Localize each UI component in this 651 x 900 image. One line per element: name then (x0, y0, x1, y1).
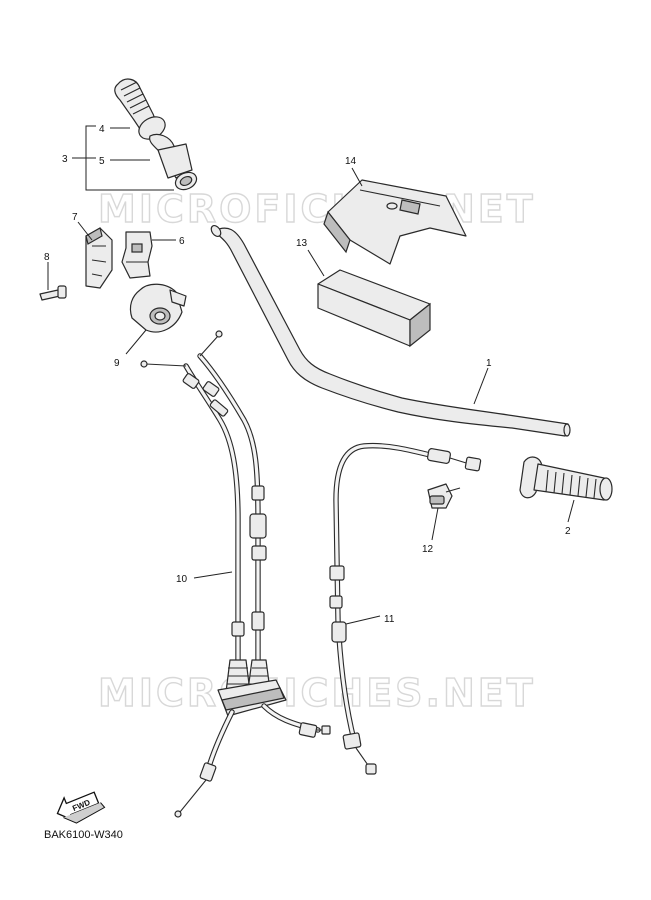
clutch-cable[interactable] (329, 442, 482, 775)
callout-5: 5 (99, 156, 105, 167)
callout-4: 4 (99, 124, 105, 135)
callout-1: 1 (486, 358, 492, 369)
callout-13: 13 (296, 238, 308, 249)
callout-14: 14 (345, 156, 357, 167)
callout-9: 9 (114, 358, 120, 369)
callout-2: 2 (565, 526, 571, 537)
callouts: 1 2 3 4 5 6 7 8 9 10 11 12 13 14 (44, 124, 571, 625)
drawing-code: BAK6100-W340 (44, 829, 123, 841)
right-grip[interactable] (519, 456, 613, 501)
fwd-arrow-icon: FWD (56, 791, 106, 824)
callout-12: 12 (422, 544, 434, 555)
callout-3: 3 (62, 154, 68, 165)
throttle-housing-lower[interactable] (121, 231, 153, 279)
throttle-housing-upper[interactable] (85, 227, 113, 289)
handlebar-cover[interactable] (323, 179, 467, 265)
screw[interactable] (39, 285, 67, 301)
callout-8: 8 (44, 252, 50, 263)
throttle-cable[interactable] (140, 330, 331, 818)
handlebar[interactable] (209, 224, 571, 437)
leader-lines (47, 125, 575, 625)
throttle-drum[interactable] (129, 283, 187, 333)
callout-10: 10 (176, 574, 188, 585)
callout-7: 7 (72, 212, 78, 223)
callout-6: 6 (179, 236, 185, 247)
left-grip-assembly[interactable] (114, 78, 200, 193)
callout-11: 11 (384, 614, 395, 625)
adjuster[interactable] (427, 483, 461, 509)
watermark-bottom: MICROFICHES.NET (98, 671, 536, 715)
watermark-top: MICROFICHES.NET (98, 187, 536, 231)
handlebar-pad[interactable] (317, 269, 431, 348)
